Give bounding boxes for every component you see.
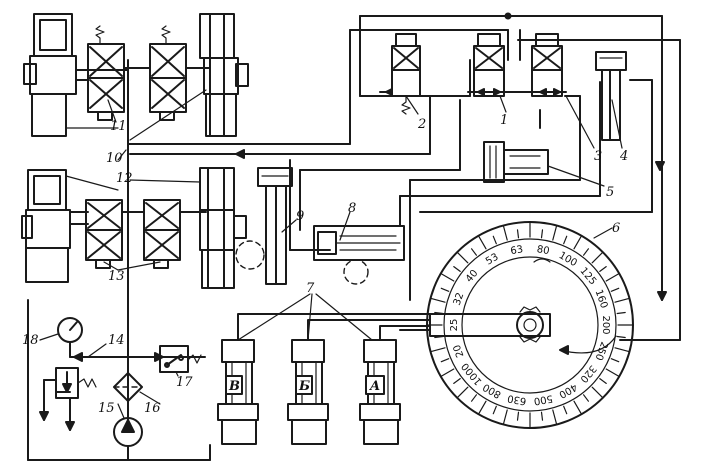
dial-tick xyxy=(441,368,455,377)
label-1: 1 xyxy=(500,113,508,128)
dial-number: 80 xyxy=(536,244,550,257)
cylinder-8 xyxy=(313,225,405,285)
dial-tick xyxy=(503,225,508,241)
dial-tick xyxy=(563,405,568,415)
dial-tick xyxy=(610,358,620,363)
dial-tick xyxy=(453,266,461,272)
pipeline-network xyxy=(127,12,681,341)
label-13: 13 xyxy=(108,269,125,284)
dial-number: 100 xyxy=(557,250,579,269)
label-7: 7 xyxy=(306,281,315,296)
dial-number: 40 xyxy=(464,268,481,285)
letter-b: Б xyxy=(298,379,310,394)
dial-tick xyxy=(591,252,603,264)
label-14: 14 xyxy=(108,333,125,348)
dial-tick xyxy=(430,298,446,303)
dial-tick xyxy=(478,400,487,414)
dial-tick xyxy=(516,229,520,239)
dial-tick xyxy=(605,368,619,377)
dial-tick xyxy=(599,378,607,384)
filter-symbol xyxy=(113,372,143,402)
dial-tick xyxy=(616,311,626,315)
dial-tick xyxy=(582,248,590,256)
dial-tick xyxy=(492,405,497,415)
pressure-switch xyxy=(159,345,189,373)
cylinder-letters: B Б A xyxy=(228,379,380,394)
dial-tick xyxy=(563,235,568,245)
dial-number: 800 xyxy=(481,381,503,400)
label-17: 17 xyxy=(176,375,193,390)
dial-tick xyxy=(441,273,455,282)
dial-number: 1000 xyxy=(460,360,485,387)
dial-tick xyxy=(457,386,469,398)
dial-tick xyxy=(471,394,477,402)
dial-tick xyxy=(430,347,446,352)
dial-number: 500 xyxy=(533,392,554,406)
dial-tick xyxy=(614,298,630,303)
cylinder-5 xyxy=(483,141,549,183)
label-11: 11 xyxy=(110,119,127,134)
label-10: 10 xyxy=(106,151,123,166)
dial-tick xyxy=(471,248,477,256)
letter-v: B xyxy=(228,379,240,394)
dial-tick xyxy=(573,400,582,414)
label-3: 3 xyxy=(594,149,602,164)
dial-number: 630 xyxy=(507,392,528,406)
dial-number: 63 xyxy=(510,244,524,257)
dial-tick xyxy=(573,236,582,250)
cylinder-4 xyxy=(595,51,627,141)
dial-tick xyxy=(440,358,450,363)
dial-tick xyxy=(591,386,603,398)
dial-tick xyxy=(616,335,626,339)
label-16: 16 xyxy=(144,401,161,416)
dial-tick xyxy=(582,394,590,402)
dial-tick xyxy=(492,235,497,245)
label-6: 6 xyxy=(612,221,620,236)
dial-tick xyxy=(440,287,450,292)
dial-tick xyxy=(516,411,520,421)
label-18: 18 xyxy=(22,333,39,348)
label-15: 15 xyxy=(98,401,115,416)
label-12: 12 xyxy=(116,171,133,186)
letter-a: A xyxy=(368,379,380,394)
leader-lines xyxy=(39,95,623,419)
cylinder-9 xyxy=(235,167,293,285)
upper-clamp-group xyxy=(23,13,249,141)
dial-number: 32 xyxy=(452,291,467,307)
cylinders-7 xyxy=(217,313,431,445)
callout-labels: 1 2 3 4 5 6 7 8 9 10 11 12 13 14 15 16 1… xyxy=(22,113,628,416)
label-5: 5 xyxy=(606,185,614,200)
dial-tick xyxy=(614,347,630,352)
dial-tick xyxy=(540,411,544,421)
dial-number: 20 xyxy=(452,343,467,359)
dial-tick xyxy=(552,225,558,241)
dial-number: 400 xyxy=(557,381,579,400)
dial-tick xyxy=(503,409,508,425)
label-9: 9 xyxy=(296,209,304,224)
dial-tick xyxy=(605,273,619,282)
dial-tick xyxy=(599,266,607,272)
dial-number: 25 xyxy=(449,319,460,332)
label-2: 2 xyxy=(417,117,426,132)
label-8: 8 xyxy=(348,201,356,216)
feed-selector-dial xyxy=(426,221,634,429)
dial-tick xyxy=(453,378,461,384)
dial-tick xyxy=(552,409,558,425)
dial-tick xyxy=(610,287,620,292)
pump-station xyxy=(27,59,211,461)
dial-tick xyxy=(478,236,487,250)
lower-clamp-group xyxy=(21,167,247,289)
dial-tick xyxy=(540,229,544,239)
dial-number: 200 xyxy=(600,315,611,334)
control-valves xyxy=(379,33,567,115)
label-4: 4 xyxy=(619,149,628,164)
dial-tick xyxy=(457,252,469,264)
